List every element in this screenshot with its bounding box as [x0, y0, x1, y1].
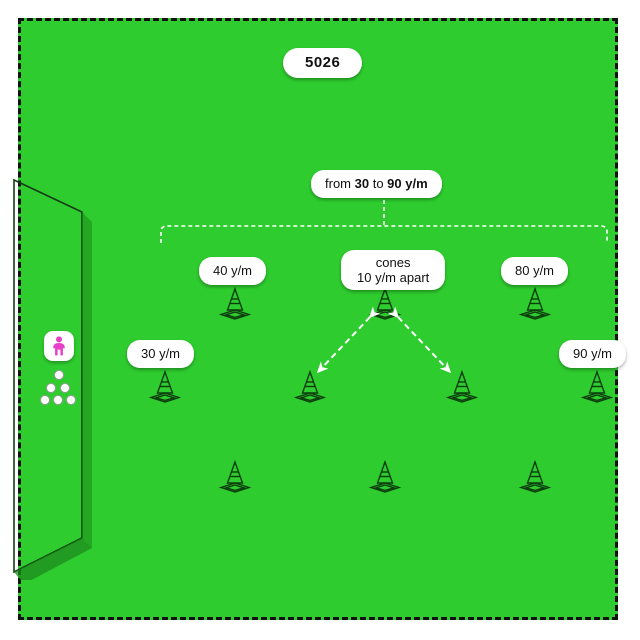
distance-90-badge: 90 y/m	[559, 340, 627, 368]
cone	[148, 368, 182, 404]
ball	[40, 395, 50, 405]
ball	[53, 395, 63, 405]
cones-label-line1: cones	[375, 255, 411, 270]
cone	[368, 458, 402, 494]
cone	[218, 458, 252, 494]
cones-label-line2: 10 y/m apart	[357, 270, 430, 285]
distance-40-label: 40 y/m	[213, 263, 253, 278]
cone	[293, 368, 327, 404]
cone	[445, 368, 479, 404]
distance-80-label: 80 y/m	[515, 263, 555, 278]
range-to-value: 90 y/m	[387, 176, 428, 191]
distance-30-label: 30 y/m	[141, 346, 181, 361]
diagram-title-badge: 5026	[283, 48, 363, 78]
distance-30-badge: 30 y/m	[127, 340, 195, 368]
ball	[46, 383, 56, 393]
ball	[60, 383, 70, 393]
distance-90-label: 90 y/m	[573, 346, 613, 361]
ball	[54, 370, 64, 380]
cone	[518, 285, 552, 321]
distance-40-badge: 40 y/m	[199, 257, 267, 285]
cone	[368, 285, 402, 321]
person-icon	[53, 336, 65, 356]
player-icon[interactable]	[44, 331, 74, 361]
range-middle: to	[369, 176, 388, 191]
cone	[518, 458, 552, 494]
range-from-value: 30	[354, 176, 370, 191]
ball	[66, 395, 76, 405]
cone	[218, 285, 252, 321]
cones-spacing-badge: cones 10 y/m apart	[341, 250, 446, 290]
diagram-title: 5026	[305, 54, 341, 71]
range-prefix: from	[325, 176, 355, 191]
distance-80-badge: 80 y/m	[501, 257, 569, 285]
range-label-badge: from 30 to 90 y/m	[311, 170, 442, 198]
cone	[580, 368, 614, 404]
